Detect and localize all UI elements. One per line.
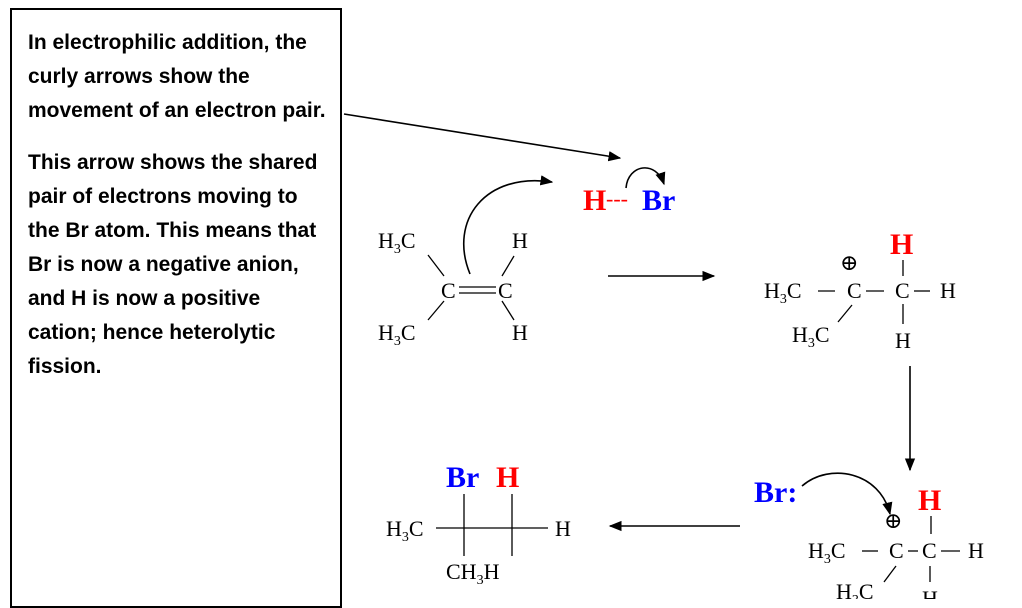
alkene-carbon-left: C xyxy=(441,278,456,303)
product-methyl-left: H3C xyxy=(386,516,424,545)
explanation-box: In electrophilic addition, the curly arr… xyxy=(10,8,342,608)
product-molecule: Br H H3C H CH3H xyxy=(386,461,571,588)
attack-hydrogen-right: H xyxy=(968,538,984,563)
annotation-pointer-arrow xyxy=(343,113,622,162)
hbr-bromine: Br xyxy=(642,184,675,217)
product-bromine: Br xyxy=(446,461,479,494)
product-hydrogen-right: H xyxy=(555,516,571,541)
hbr-bond-dashes: --- xyxy=(606,186,628,211)
bromide-attack-molecule: Br: ⊕ H H3C C C H H3C H xyxy=(754,472,984,599)
hydrogen-bromide: H --- Br xyxy=(583,184,675,217)
attack-methyl-bottom: H3C xyxy=(836,579,874,599)
curly-arrow-pi-to-h xyxy=(463,175,554,275)
carbocation-methyl-bottom: H3C xyxy=(792,322,830,351)
curly-arrow-bond-to-br xyxy=(625,167,666,189)
bromide-ion: Br: xyxy=(754,476,797,509)
alkene-hydrogen-top: H xyxy=(512,228,528,253)
carbocation-added-hydrogen: H xyxy=(890,228,913,261)
curly-arrow-bromide-attack xyxy=(801,472,893,516)
carbocation-hydrogen-right: H xyxy=(940,278,956,303)
explanation-paragraph-2: This arrow shows the shared pair of elec… xyxy=(28,151,318,378)
attack-added-hydrogen: H xyxy=(918,484,941,517)
explanation-paragraph-1: In electrophilic addition, the curly arr… xyxy=(28,31,326,122)
alkene-methyl-top: H3C xyxy=(378,228,416,257)
attack-carbon-2: C xyxy=(922,538,937,563)
carbocation-carbon-1: C xyxy=(847,278,862,303)
alkene-molecule: H3C H3C C C H H xyxy=(378,228,528,349)
carbocation-charge: ⊕ xyxy=(840,250,858,275)
attack-carbon-1: C xyxy=(889,538,904,563)
carbocation-hydrogen-bottom: H xyxy=(895,328,911,353)
product-ch3h: CH3H xyxy=(446,559,500,588)
carbocation-carbon-2: C xyxy=(895,278,910,303)
alkene-hydrogen-bottom: H xyxy=(512,320,528,345)
attack-hydrogen-bottom: H xyxy=(922,586,938,599)
carbocation-molecule: H3C C ⊕ C H H H H3C xyxy=(764,228,956,353)
attack-charge: ⊕ xyxy=(884,508,902,533)
attack-methyl-left: H3C xyxy=(808,538,846,567)
carbocation-methyl-left: H3C xyxy=(764,278,802,307)
alkene-methyl-bottom: H3C xyxy=(378,320,416,349)
alkene-carbon-right: C xyxy=(498,278,513,303)
hbr-hydrogen: H xyxy=(583,184,606,217)
product-hydrogen: H xyxy=(496,461,519,494)
